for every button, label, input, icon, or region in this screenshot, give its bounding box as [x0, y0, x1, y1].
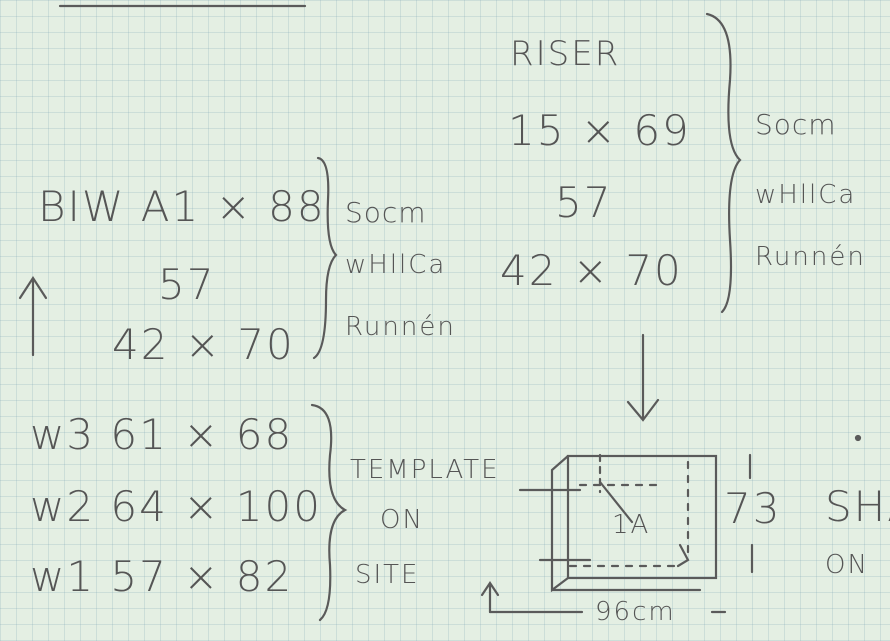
left-bottom-row-2: w2 64 × 100 [30, 482, 322, 531]
left-bottom-note-2: ON [380, 505, 424, 535]
left-top-note-3: Runnén [345, 312, 456, 342]
left-top-note-1: Socm [345, 196, 427, 229]
right-top-note-2: wHllCa [755, 180, 857, 210]
left-bottom-row-1: w3 61 × 68 [30, 410, 294, 459]
box-sketch [518, 453, 754, 593]
right-top-line-2: 15 × 69 [508, 106, 691, 155]
curved-arrow-icon [480, 581, 500, 614]
right-top-note-3: Runnén [755, 242, 866, 272]
left-bottom-note-1: TEMPLATE [350, 455, 500, 485]
right-top-line-3: 57 [555, 178, 613, 227]
sketch-inner-label: 1A [612, 510, 651, 540]
sketch-right-note-2: ON [825, 550, 869, 580]
left-top-line-2: 57 [158, 260, 216, 309]
right-top-line-4: 42 × 70 [500, 246, 683, 295]
sketch-bottom-label: 96cm [595, 597, 676, 627]
brace-right-top [705, 12, 742, 314]
left-top-note-2: wHllCa [345, 250, 447, 280]
right-top-note-1: Socm [755, 108, 837, 141]
left-top-line-1: BIW A1 × 88 [38, 182, 326, 231]
left-top-line-3: 42 × 70 [112, 320, 295, 369]
left-bottom-row-3: w1 57 × 82 [30, 552, 294, 601]
brace-left-bottom [310, 403, 348, 622]
left-bottom-note-3: SITE [355, 560, 420, 590]
right-top-line-1: RISER [510, 34, 621, 74]
brace-left-top [312, 156, 338, 360]
sketch-side-label: 73 [724, 484, 782, 533]
sketch-right-note-1: SHA [825, 482, 890, 531]
